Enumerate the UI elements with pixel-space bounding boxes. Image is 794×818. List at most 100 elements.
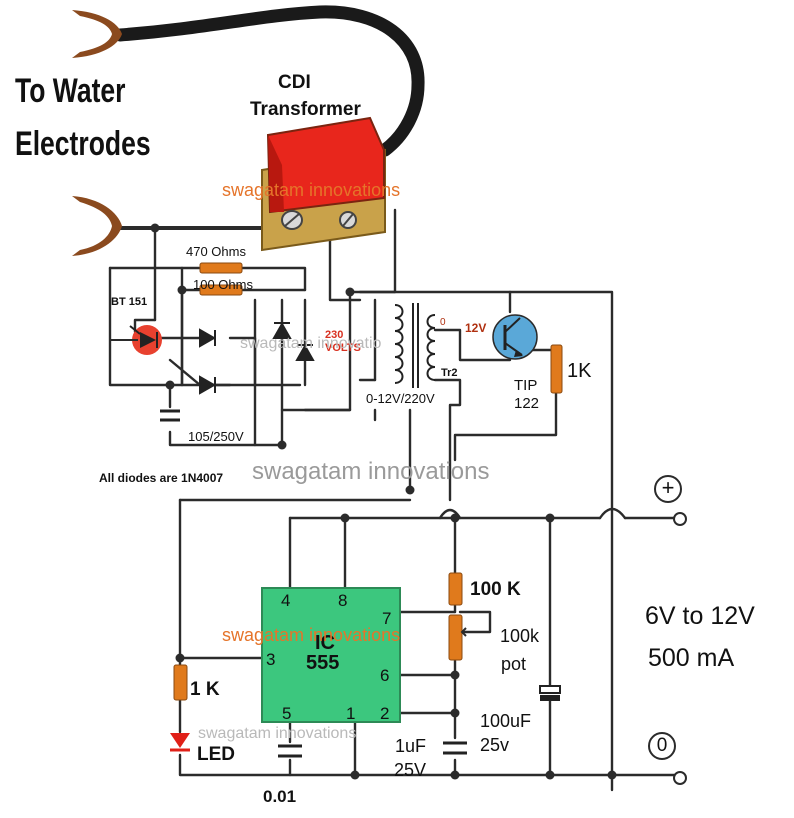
junction-dot [177,285,187,295]
resistor-100-label: 100 Ohms [193,277,253,292]
tip-label: TIP [514,377,538,394]
watermark: swagatam innovations [252,458,490,485]
junction-dot [405,485,415,495]
pin-3-label: 3 [266,650,276,669]
wire [168,358,202,387]
junction-dot [345,287,355,297]
pot-label-line2: pot [501,654,527,674]
ground-terminal [673,771,687,785]
electrodes-label-line1: To Water [15,72,126,110]
junction-dot [450,670,460,680]
led-label: LED [197,744,235,765]
hv-output-lead [113,5,425,157]
pot-label-line1: 100k [500,626,540,646]
capacitor-105-250v [160,409,180,422]
supply-current-label: 500 mA [648,644,735,672]
zero-label: 0 [656,735,668,756]
zero-symbol-circle [648,732,676,760]
capacitor-1uf [443,741,467,755]
electrodes-label-line2: Electrodes [15,125,151,163]
capacitor-100uf-label: 100uF [480,711,532,731]
capacitor-100uf-voltage-label: 25v [480,735,510,755]
plus-label: + [661,475,675,500]
pin-2-label: 2 [380,704,390,723]
ic-label: IC [315,632,335,654]
watermark: swagatam innovations [222,625,401,645]
wire [433,328,512,362]
junction-dot [340,513,350,523]
pin-4-label: 4 [281,591,291,610]
scr-label: BT 151 [111,296,148,308]
diode-3-icon [272,321,292,339]
transformer-tr2 [394,303,436,388]
transformer-rating-label: 0-12V/220V [366,391,435,406]
capacitor-105-label: 105/250V [188,429,244,444]
pin-5-label: 5 [282,704,292,723]
transistor-tip122 [492,314,538,360]
junction-dot [545,513,555,523]
resistor-100k-label: 100 K [470,579,521,600]
wire-crossover [598,507,627,520]
diode-4-icon [295,343,315,361]
resistor-100k [448,572,463,606]
junction-dot [150,223,160,233]
resistor-1k-led [173,664,188,701]
wire [133,318,157,334]
wire [108,266,302,387]
wire [178,753,614,777]
watermark: swagatam innovatio [240,335,382,352]
volts-label: VOLTS [325,342,361,354]
capacitor-1uf-voltage-label: 25V [394,760,427,780]
tip-number-label: 122 [514,395,540,412]
electrode-hook-top-icon [72,10,122,58]
junction-dot [450,770,460,780]
junction-dot [545,770,555,780]
wire [453,383,558,462]
junction-dot [607,770,617,780]
diode-1-icon [199,328,217,348]
wire [168,430,284,447]
wire [108,266,307,292]
resistor-470-ohms [199,262,243,274]
ic-555 [261,587,401,723]
plus-symbol-circle [654,475,682,503]
wire [458,610,492,634]
diodes-note: All diodes are 1N4007 [99,471,224,485]
watermark: swagatam innovations [222,180,401,200]
pin-8-label: 8 [338,591,348,610]
ic-number-label: 555 [306,652,340,674]
junction-dot [450,708,460,718]
resistor-1k-tip [550,344,563,394]
volts-230-label: 230 [325,329,344,341]
junction-dot [277,440,287,450]
wire [433,378,462,502]
pin-1-label: 1 [346,704,356,723]
electrode-hook-bottom-icon [72,196,122,256]
resistor-1k-label: 1K [567,360,592,382]
capacitor-1uf-label: 1uF [395,736,427,756]
transformer-label: Transformer [250,99,361,120]
led [170,733,190,752]
supply-voltage-label: 6V to 12V [645,602,755,630]
junction-dot [175,653,185,663]
cdi-label: CDI [278,72,311,93]
watermark: swagatam innovations [198,725,357,742]
resistor-470-label: 470 Ohms [186,244,246,259]
tr2-label: Tr2 [441,367,458,379]
cdi-coil [261,116,386,252]
capacitor-001-label: 0.01 [263,787,297,806]
capacitor-001 [278,744,302,758]
resistor-1k-led-label: 1 K [190,679,220,700]
junction-dot [450,513,460,523]
wire [358,290,614,792]
pin-6-label: 6 [380,666,390,685]
capacitor-100uf [539,685,561,701]
junction-dot [165,380,175,390]
positive-terminal [673,512,687,526]
0v-tap-label: 0 [440,317,446,328]
scr-bt151 [110,325,162,355]
12v-label: 12V [465,321,487,335]
potentiometer-100k [448,614,463,661]
pin-7-label: 7 [382,609,392,628]
